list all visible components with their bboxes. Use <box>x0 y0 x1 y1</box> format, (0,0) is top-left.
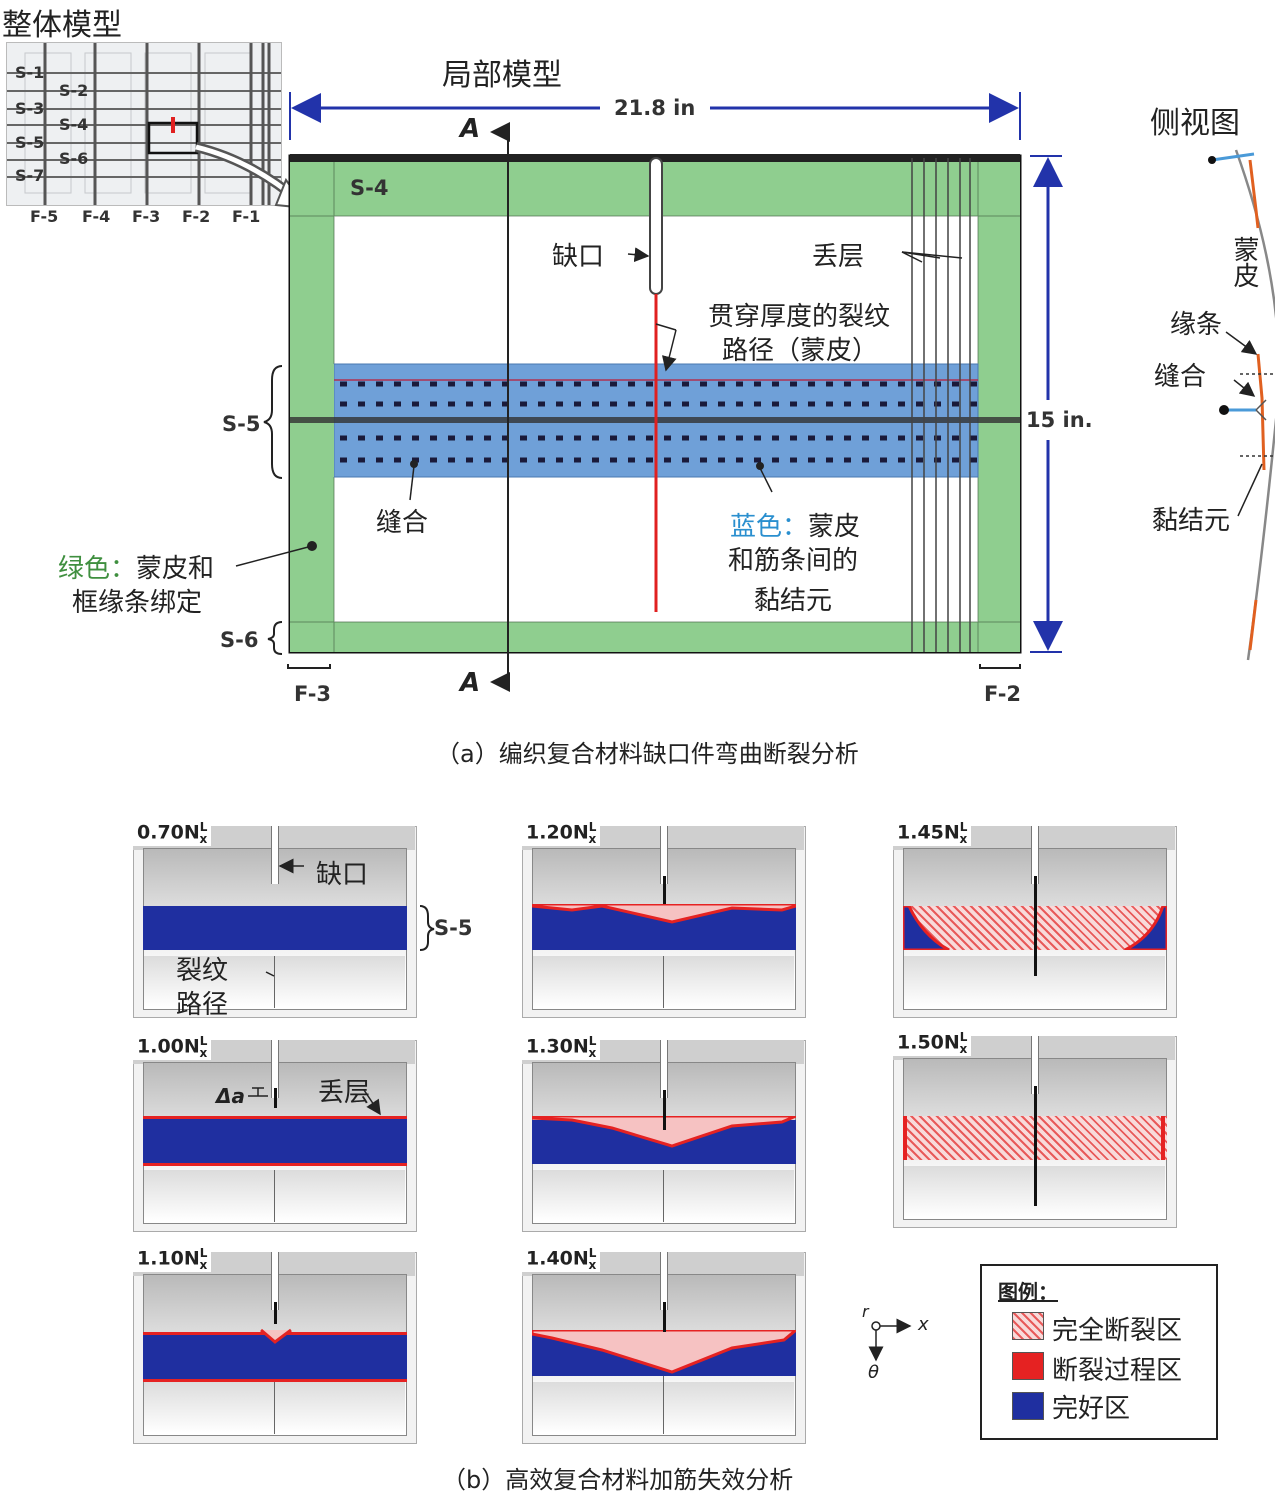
green-legend-line1: 绿色：蒙皮和 <box>58 548 214 585</box>
label-f2: F-2 <box>984 682 1022 706</box>
thumb-frame-f1: F-1 <box>232 207 261 226</box>
label-s6: S-6 <box>220 628 259 652</box>
step-130: 1.30NLx <box>522 1034 806 1232</box>
legend-label-intact: 完好区 <box>1052 1394 1131 1424</box>
side-stitch-label: 缝合 <box>1154 362 1207 392</box>
b-crack-path-2: 路径 <box>176 990 229 1020</box>
b-crack-path-1: 裂纹 <box>176 956 229 986</box>
step-100: 1.00NLx <box>133 1034 417 1232</box>
legend-swatch-full-fracture <box>1012 1312 1044 1340</box>
blue-desc-2: 和筋条间的 <box>728 546 859 576</box>
b-ply-drop: 丢层 <box>318 1078 371 1108</box>
step-110: 1.10NLx <box>133 1246 417 1444</box>
label-s4: S-4 <box>350 176 389 200</box>
section-a-top: A <box>460 114 481 144</box>
step-120: 1.20NLx <box>522 820 806 1018</box>
local-model-diagram <box>194 92 1275 692</box>
b-s5-label: S-5 <box>434 916 473 940</box>
step-140: 1.40NLx <box>522 1246 806 1444</box>
step-label: 1.10NLx <box>133 1246 212 1273</box>
step-label: 1.40NLx <box>522 1246 601 1273</box>
b-notch-label: 缺口 <box>316 860 369 890</box>
green-label: 绿色： <box>58 554 137 584</box>
notch-label: 缺口 <box>552 242 605 272</box>
side-view-drawing <box>1208 149 1275 661</box>
thumb-label-s5: S-5 <box>15 133 45 152</box>
thumb-label-s2: S-2 <box>59 81 89 100</box>
thumb-label-s6: S-6 <box>59 149 89 168</box>
step-070: 0.70NLx <box>133 820 417 1018</box>
blue-desc-3: 黏结元 <box>754 586 833 616</box>
label-f3: F-3 <box>294 682 332 706</box>
side-flange-label: 缘条 <box>1170 310 1223 340</box>
legend-swatch-process-zone <box>1012 1352 1044 1380</box>
thumb-frame-f4: F-4 <box>82 207 111 226</box>
side-view-title: 侧视图 <box>1150 106 1240 141</box>
side-cohesive-label: 黏结元 <box>1152 506 1231 536</box>
label-s5: S-5 <box>222 412 261 436</box>
step-label: 1.50NLx <box>893 1030 972 1057</box>
step-label: 1.20NLx <box>522 820 601 847</box>
blue-legend-line1: 蓝色：蒙皮 <box>730 506 860 543</box>
step-label: 0.70NLx <box>133 820 212 847</box>
notch <box>649 157 663 295</box>
axis-theta-label: θ <box>868 1362 880 1383</box>
blue-desc-1: 蒙皮 <box>808 512 861 542</box>
thumb-frame-f2: F-2 <box>182 207 211 226</box>
blue-label: 蓝色： <box>730 512 809 542</box>
crack-path-line2: 路径（蒙皮） <box>722 336 879 366</box>
thumb-label-s7: S-7 <box>15 166 45 185</box>
local-model-title: 局部模型 <box>442 58 562 93</box>
green-desc-1: 蒙皮和 <box>136 554 215 584</box>
green-desc-2: 框缘条绑定 <box>72 588 203 618</box>
thumb-label-s4: S-4 <box>59 115 89 134</box>
step-label: 1.00NLx <box>133 1034 212 1061</box>
axis-r-label: r <box>862 1302 869 1321</box>
legend: 图例： 完全断裂区 断裂过程区 完好区 <box>980 1264 1218 1440</box>
step-145: 1.45NLx <box>893 820 1177 1018</box>
step-label: 1.30NLx <box>522 1034 601 1061</box>
caption-b: （b）高效复合材料加筋失效分析 <box>442 1466 794 1494</box>
step-150: 1.50NLx <box>893 1030 1177 1228</box>
whole-model-title: 整体模型 <box>2 8 122 43</box>
legend-label-full-fracture: 完全断裂区 <box>1052 1316 1183 1346</box>
width-dimension: 21.8 in <box>614 96 696 120</box>
crack-path-line1: 贯穿厚度的裂纹 <box>708 302 891 332</box>
caption-a: （a）编织复合材料缺口件弯曲断裂分析 <box>436 740 859 768</box>
legend-label-process-zone: 断裂过程区 <box>1052 1356 1183 1386</box>
thumb-frame-f3: F-3 <box>132 207 161 226</box>
legend-title: 图例： <box>998 1280 1058 1304</box>
legend-swatch-intact <box>1012 1392 1044 1420</box>
ply-drop-label: 丢层 <box>812 242 865 272</box>
b-delta-a: Δa <box>216 1084 245 1108</box>
section-a-bottom: A <box>460 668 481 698</box>
step-label: 1.45NLx <box>893 820 972 847</box>
axis-x-label: x <box>918 1314 929 1335</box>
stitch-label: 缝合 <box>376 508 429 538</box>
thumb-label-s3: S-3 <box>15 99 45 118</box>
side-skin-label: 蒙皮 <box>1229 236 1259 288</box>
height-dimension: 15 in. <box>1026 408 1093 432</box>
whole-model-thumbnail: S-1 S-2 S-3 S-4 S-5 S-6 S-7 <box>6 42 282 206</box>
thumb-label-s1: S-1 <box>15 63 45 82</box>
thumb-frame-f5: F-5 <box>30 207 59 226</box>
panel-b-annotations <box>248 858 912 1362</box>
ply-drop-lines <box>911 158 971 652</box>
